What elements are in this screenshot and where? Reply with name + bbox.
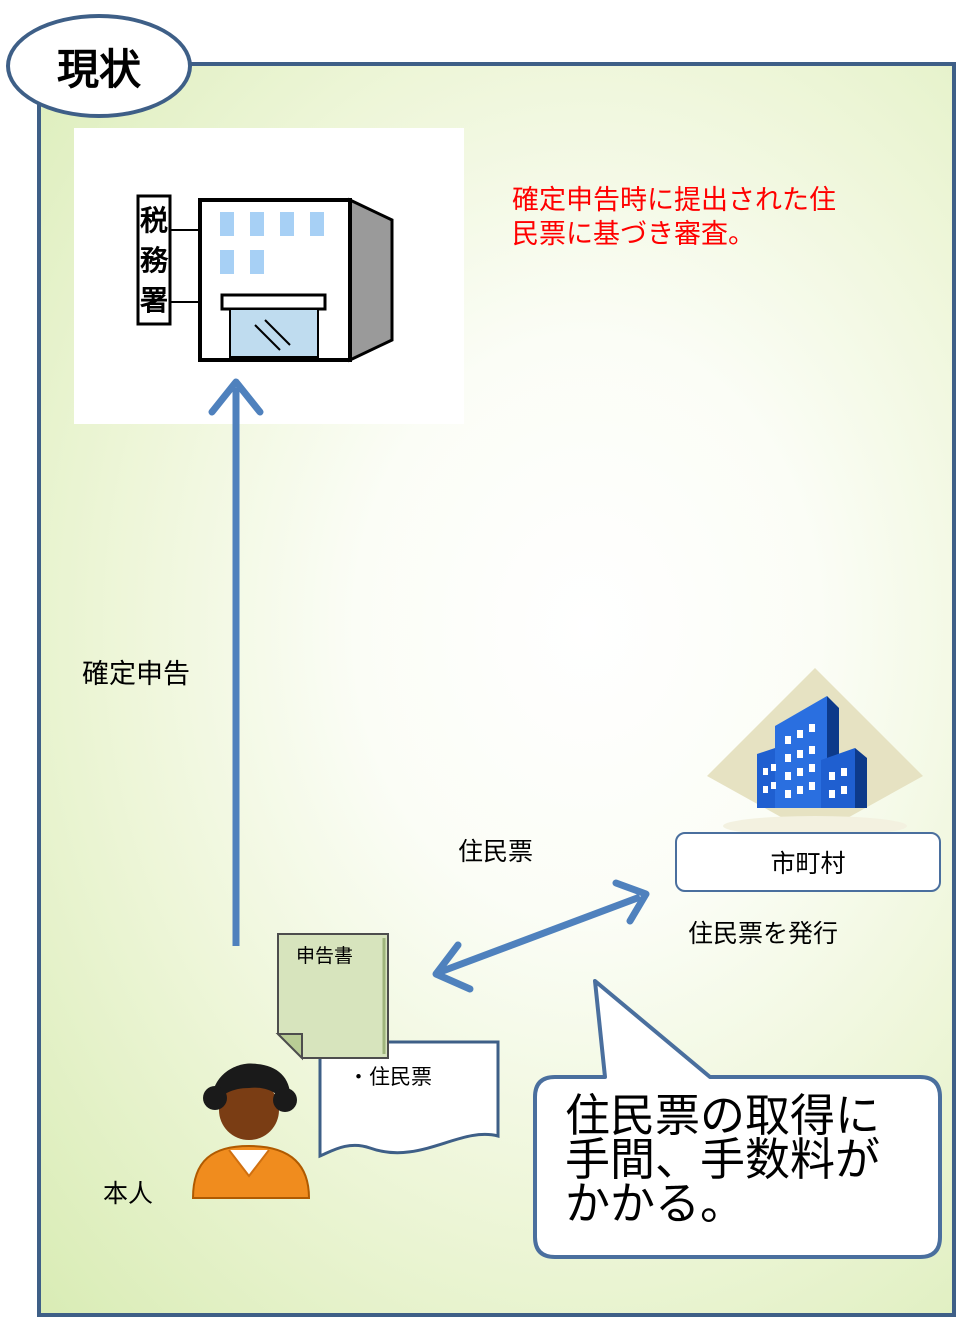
municipality-box: 市町村 [675, 832, 941, 892]
callout-line-2: 手間、手数料が [565, 1133, 881, 1186]
municipality-label: 市町村 [770, 849, 846, 878]
page-title: 現状 [56, 44, 141, 94]
tax-office-sign-char-1: 税 [140, 204, 168, 237]
review-note-line-2: 民票に基づき審査。 [512, 219, 755, 250]
review-note: 確定申告時に提出された住 民票に基づき審査。 [512, 184, 892, 252]
juminhyo-arrow [438, 893, 642, 976]
kakutei-shinkoku-label: 確定申告 [82, 659, 190, 690]
form-label: 申告書 [296, 945, 353, 967]
cost-callout-bubble [533, 979, 942, 1259]
attachment-label: ・住民票 [348, 1065, 432, 1089]
person-label: 本人 [103, 1179, 154, 1208]
juminhyo-arrow-head-left [432, 941, 474, 993]
documents-illustration: 申告書 ・住民票 [275, 933, 500, 1159]
municipality-buildings-icon [707, 668, 923, 836]
tax-office-building: 税 務 署 [136, 194, 394, 363]
review-note-line-1: 確定申告時に提出された住 [512, 185, 836, 216]
filing-arrow-head [208, 378, 264, 416]
cost-callout-text: 住民票の取得に 手間、手数料が かかる。 [565, 1089, 925, 1230]
title-badge: 現状 [6, 14, 192, 118]
tax-office-sign-char-2: 務 [140, 244, 169, 277]
issue-juminhyo-label: 住民票を発行 [688, 919, 839, 948]
callout-line-3: かかる。 [565, 1177, 746, 1230]
callout-line-1: 住民票の取得に [565, 1089, 881, 1142]
juminhyo-arrow-head-right [612, 879, 650, 925]
person-icon [191, 1063, 311, 1199]
juminhyo-label: 住民票 [458, 837, 534, 866]
tax-office-sign-char-3: 署 [140, 284, 168, 317]
